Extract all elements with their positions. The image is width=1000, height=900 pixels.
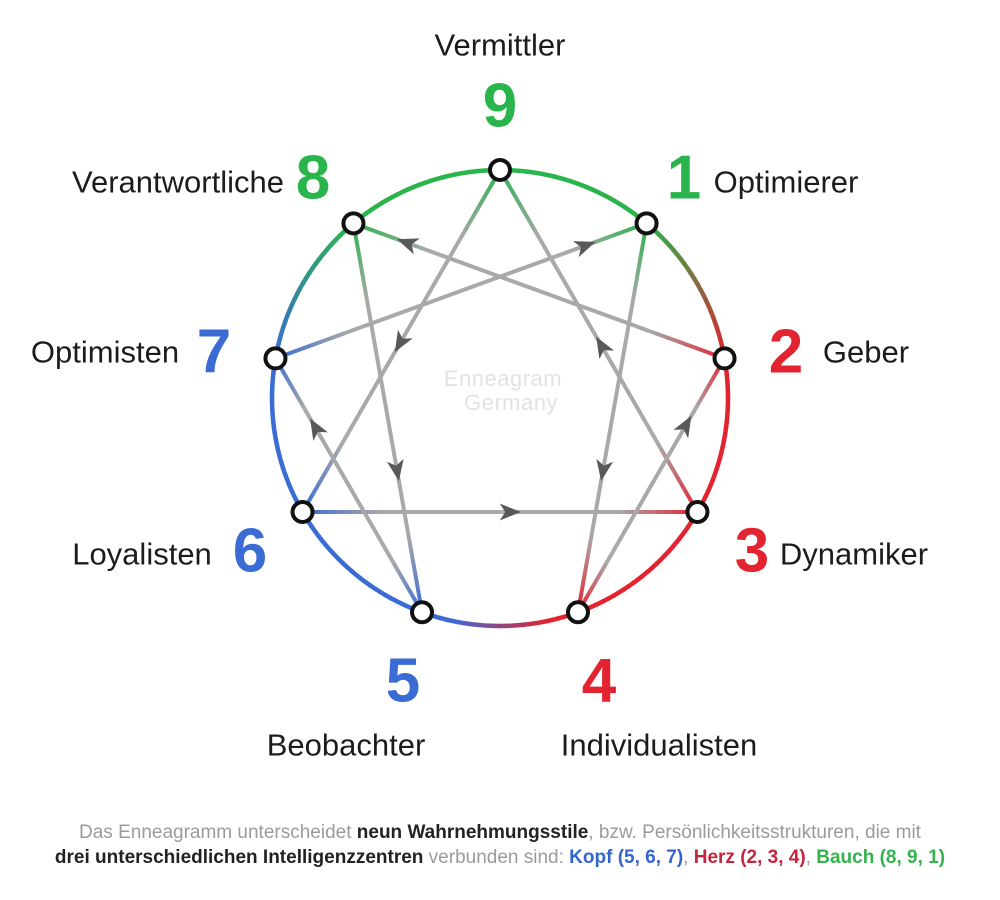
footer-segment: Kopf (5, 6, 7) [569,847,684,868]
arrow-9-6 [394,329,413,353]
type-7-number: 7 [197,318,231,387]
type-labels: 9 Vermittler 1 Optimierer 2 Geber 3 Dynamiker 4I… [31,28,928,763]
footer-segment: neun Wahrnehmungsstile [356,822,589,843]
arrow-4-2 [673,415,692,439]
footer-segment: Herz (2, 3, 4) [693,847,806,868]
connection-1-4 [576,222,649,613]
connection-2-8 [352,221,726,361]
type-nodes [263,158,737,625]
arrow-3-9 [596,336,615,360]
direction-arrows [310,238,692,521]
type-2-number: 2 [769,318,803,387]
node-1 [634,211,659,236]
type-8-number: 8 [296,144,330,213]
footer-line-1: Das Enneagramm unterscheidet neun Wahrne… [0,820,1000,845]
type-3-label: Dynamiker [780,537,928,572]
type-1-number: 1 [667,144,701,213]
type-9-number: 9 [483,72,517,141]
arrow-6-3 [499,503,521,521]
node-4 [565,600,590,625]
node-8 [341,211,366,236]
footer-segment: , bzw. Persönlichkeitsstrukturen, die mi… [588,822,921,843]
enneagram-diagram: Enneagram Germany 9 Vermittler 1 Optimierer… [31,28,928,763]
footer-text: Das Enneagramm unterscheidet neun Wahrne… [0,820,1000,870]
arrow-8-5 [386,458,404,482]
connection-8-5 [351,222,424,613]
type-6-label: Loyalisten [72,537,212,572]
footer-line-2: drei unterschiedlichen Intelligenzzentre… [0,845,1000,870]
arrow-1-4 [596,458,614,482]
connection-4-2 [576,357,727,614]
type-1-label: Optimierer [714,165,859,200]
node-5 [410,600,435,625]
type-2-label: Geber [823,335,909,370]
footer-segment: Bauch (8, 9, 1) [816,847,946,868]
arrow-5-7 [310,418,328,441]
arrow-2-8 [397,238,420,255]
watermark-line-2: Germany [464,390,558,415]
type-4-label: Individualisten [561,728,757,763]
node-6 [290,500,315,524]
type-7-label: Optimisten [31,335,179,370]
arrow-7-1 [572,241,596,258]
node-7 [263,346,288,371]
type-3-number: 3 [735,517,769,586]
type-6-number: 6 [233,517,267,586]
type-4-number: 4 [582,647,617,716]
type-8-label: Verantwortliche [72,165,284,200]
type-5-label: Beobachter [267,728,426,763]
enneagram-circle [269,167,731,629]
footer-segment: , [805,847,817,868]
footer-segment: verbunden sind: [423,847,570,868]
footer-segment: drei unterschiedlichen Intelligenzzentre… [54,847,424,868]
watermark-line-1: Enneagram [444,366,562,391]
node-3 [685,500,710,524]
type-9-label: Vermittler [435,28,566,63]
connection-5-7 [273,357,424,614]
footer-segment: Das Enneagramm unterscheidet [79,822,357,843]
type-5-number: 5 [386,647,420,716]
node-9 [488,158,512,182]
node-2 [712,346,737,371]
footer-segment: , [683,847,694,868]
